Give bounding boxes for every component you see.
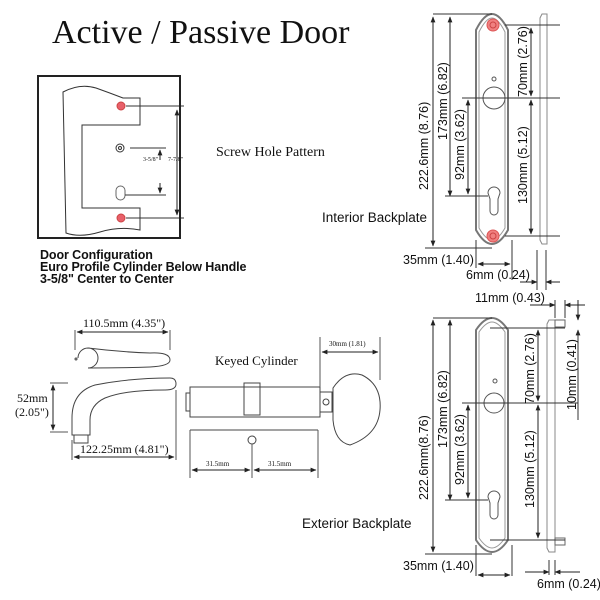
cylinder-body [189, 386, 321, 418]
interior-92mm: 92mm (3.62) [453, 109, 467, 180]
cylinder-drawing [185, 337, 381, 478]
interior-side-profile [539, 13, 548, 245]
handle-height-in: (2.05") [15, 405, 49, 419]
exterior-backplate-label: Exterior Backplate [302, 516, 412, 531]
exterior-plate-outline [475, 316, 509, 554]
exterior-130mm: 130mm (5.12) [523, 430, 537, 508]
cylinder-right-half: 31.5mm [268, 460, 292, 468]
interior-screw-top [486, 18, 500, 32]
post-top [554, 319, 566, 328]
handle-top-view [77, 347, 171, 369]
exterior-post-depth: 11mm (0.43) [475, 291, 545, 305]
interior-thickness: 6mm (0.24) [466, 268, 530, 282]
exterior-width: 35mm (1.40) [403, 559, 474, 573]
cylinder-screw [247, 435, 257, 445]
exterior-side-profile [546, 319, 556, 553]
interior-overall-height: 222.6mm (8.76) [417, 101, 431, 190]
screw-outer-spacing: 7-7/8" [168, 157, 184, 163]
exterior-thickness: 6mm (0.24) [537, 577, 600, 591]
interior-screw-bottom [486, 229, 500, 243]
post-bottom [554, 537, 566, 546]
exterior-70mm: 70mm (2.76) [523, 333, 537, 404]
door-sketch-frame [37, 75, 181, 239]
page-title: Active / Passive Door [52, 14, 350, 51]
handle-top-length: 110.5mm (4.35") [83, 316, 166, 330]
interior-plate-outline [475, 12, 509, 246]
interior-backplate-label: Interior Backplate [322, 210, 428, 225]
config-line: 3-5/8" Center to Center [40, 272, 174, 286]
exterior-92mm: 92mm (3.62) [453, 414, 467, 485]
screw-hole-bottom [116, 213, 126, 223]
screw-hole-pattern-label: Screw Hole Pattern [216, 145, 325, 160]
interior-cylinder-hole [487, 186, 501, 216]
door-configuration: Door Configuration Euro Profile Cylinder… [40, 248, 247, 286]
door-sketch [62, 85, 184, 236]
exterior-173mm: 173mm (6.82) [436, 370, 450, 448]
handle-side-length: 122.25mm (4.81") [80, 442, 169, 456]
door-outline [62, 85, 141, 236]
cylinder-left-half: 31.5mm [206, 460, 230, 468]
keyed-cylinder-label: Keyed Cylinder [215, 353, 298, 368]
handle-height-mm: 52mm [17, 391, 48, 405]
screw-hole-top [116, 101, 126, 111]
config-line: Door Configuration [40, 248, 153, 262]
handle-drawing [50, 329, 177, 460]
handle-spindle [115, 143, 125, 153]
screw-inner-spacing: 3-5/8" [143, 157, 159, 163]
exterior-backplate-drawing [425, 300, 585, 578]
handle-side-view [71, 377, 177, 436]
interior-width: 35mm (1.40) [403, 253, 474, 267]
interior-130mm: 130mm (5.12) [516, 126, 530, 204]
interior-173mm: 173mm (6.82) [436, 62, 450, 140]
cylinder-hole [115, 185, 126, 201]
cylinder-cam [243, 382, 261, 416]
thumb-turn-length: 30mm (1.81) [329, 340, 366, 348]
exterior-overall-height: 222.6mm(8.76) [417, 415, 431, 500]
interior-backplate-drawing [425, 12, 560, 290]
exterior-post-diameter: 10mm (0.41) [565, 339, 579, 410]
exterior-cylinder-hole [487, 490, 501, 520]
config-line: Euro Profile Cylinder Below Handle [40, 260, 247, 274]
interior-70mm: 70mm (2.76) [516, 26, 530, 97]
thumb-turn [332, 373, 381, 446]
